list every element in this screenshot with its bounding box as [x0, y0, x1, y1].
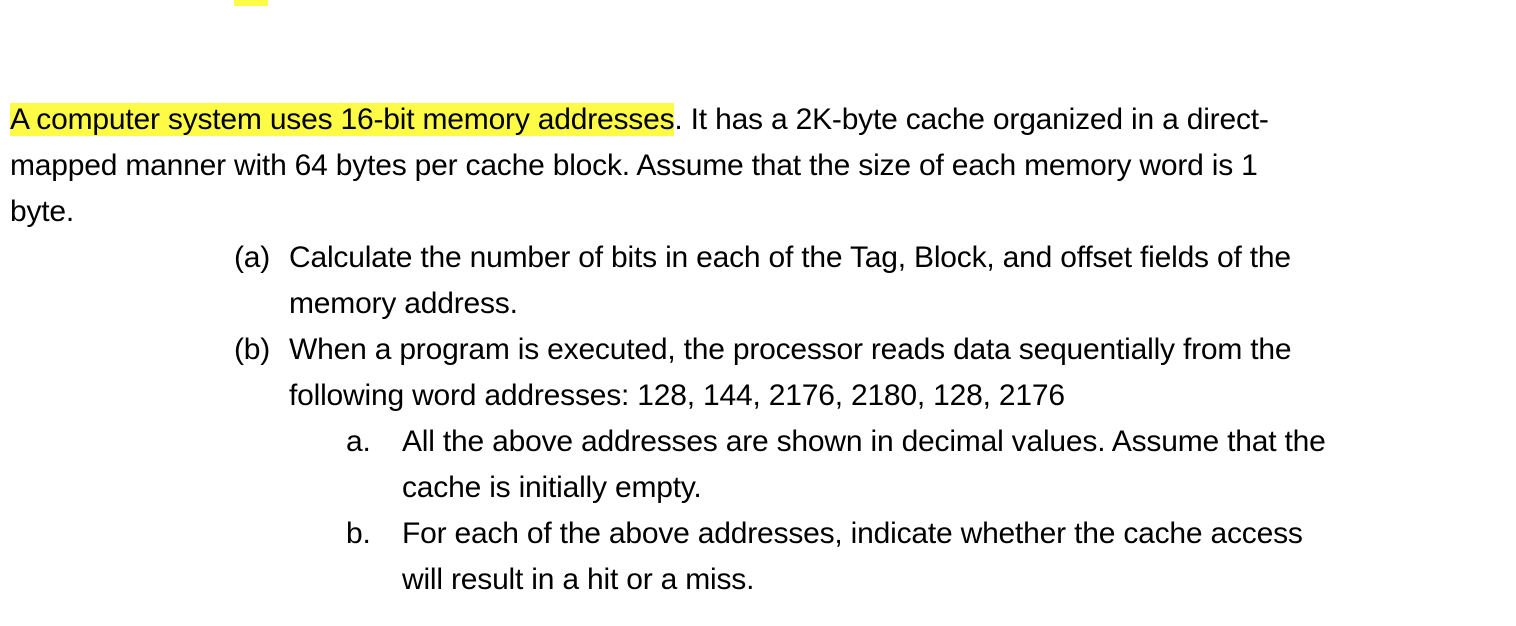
- part-a-line-1: Calculate the number of bits in each of …: [289, 241, 1291, 274]
- subitem-b-line-1: For each of the above addresses, indicat…: [402, 517, 1303, 550]
- part-a-line-2: memory address.: [289, 287, 518, 320]
- intro-line-1: A computer system uses 16-bit memory add…: [10, 100, 1269, 140]
- highlight-mark: [234, 0, 268, 6]
- subitem-a-line-2: cache is initially empty.: [402, 471, 702, 504]
- subitem-a-label: a.: [346, 425, 371, 458]
- subitem-b-label: b.: [346, 517, 371, 550]
- part-a-label: (a): [234, 241, 271, 274]
- intro-line-1-rest: . It has a 2K-byte cache organized in a …: [674, 103, 1269, 136]
- intro-line-3: byte.: [10, 195, 75, 228]
- part-b-line-1: When a program is executed, the processo…: [289, 333, 1292, 366]
- highlighted-text: A computer system uses 16-bit memory add…: [10, 103, 675, 136]
- intro-line-2: mapped manner with 64 bytes per cache bl…: [10, 149, 1258, 182]
- subitem-a-line-1: All the above addresses are shown in dec…: [402, 425, 1326, 458]
- part-b-line-2: following word addresses: 128, 144, 2176…: [289, 379, 1065, 412]
- part-b-label: (b): [234, 333, 271, 366]
- subitem-b-line-2: will result in a hit or a miss.: [402, 563, 755, 596]
